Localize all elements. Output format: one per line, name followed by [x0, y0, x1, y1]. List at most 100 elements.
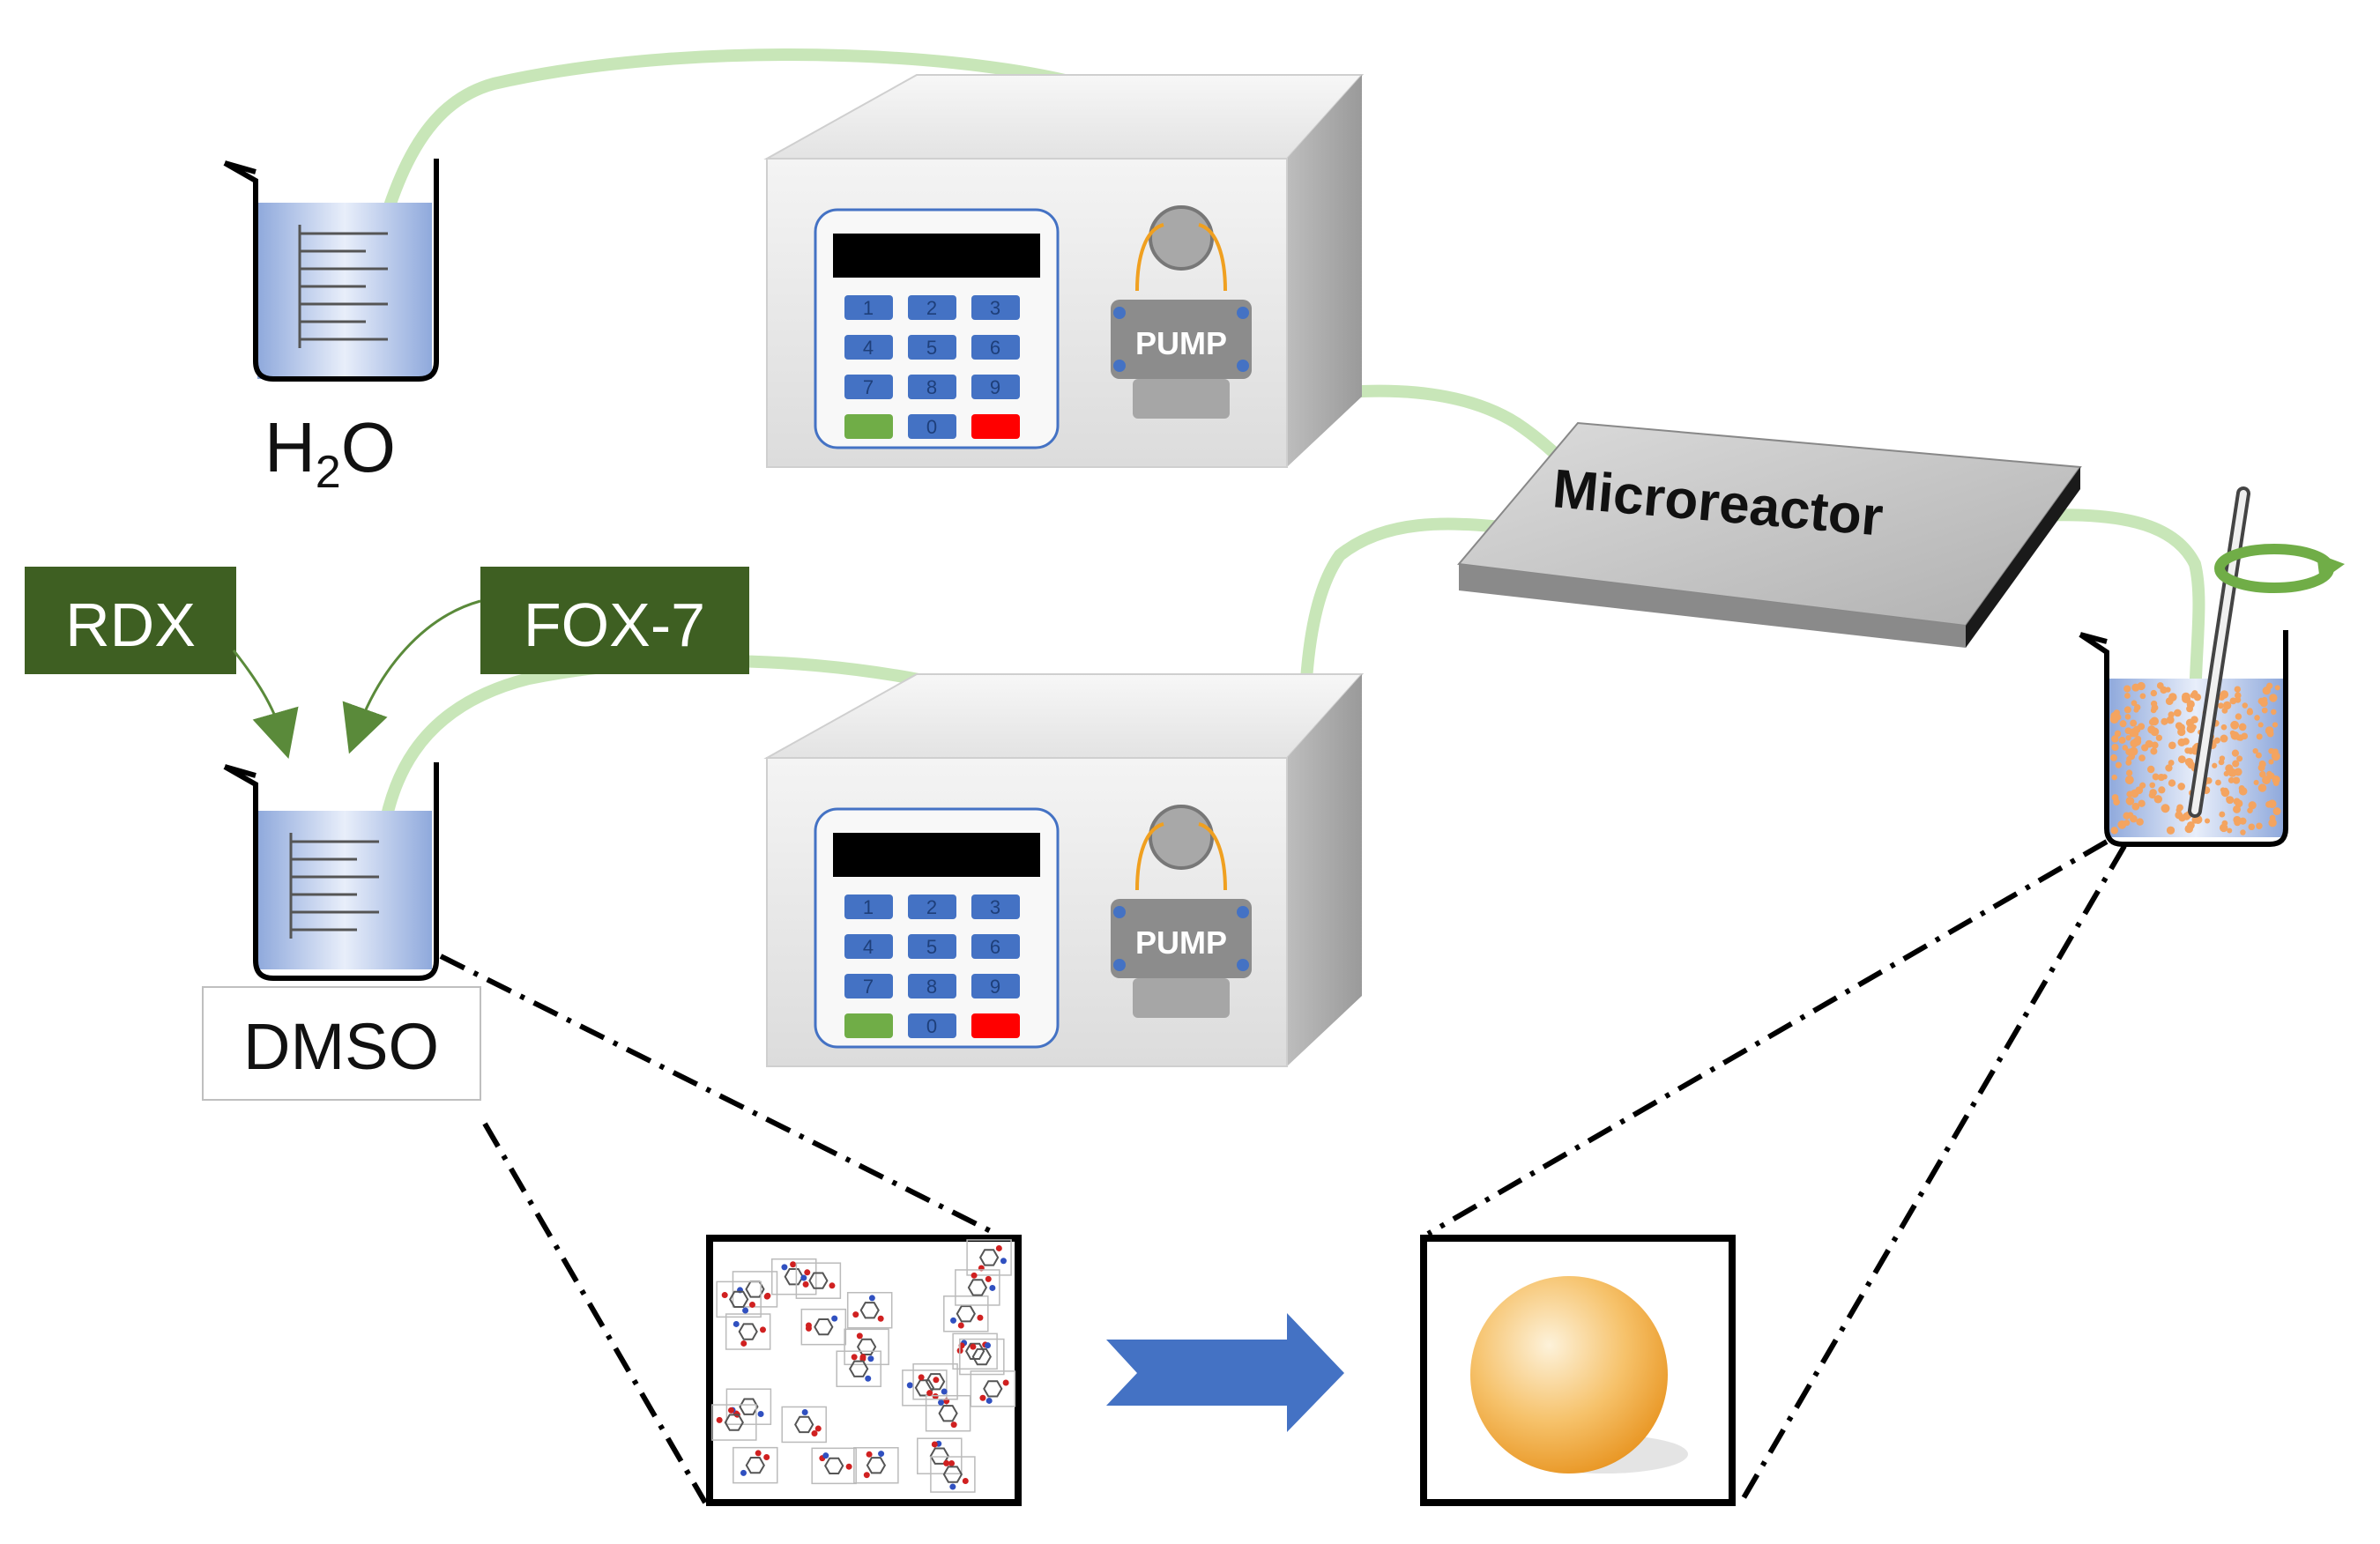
- particle-dot: [2187, 747, 2195, 754]
- molecule-atom: [977, 1314, 984, 1321]
- particle-dot: [2122, 745, 2128, 751]
- keypad-key-label: 7: [863, 376, 874, 398]
- molecule-frame: [811, 1447, 857, 1485]
- molecule-atom: [831, 1315, 838, 1322]
- molecule-atom: [829, 1282, 836, 1289]
- keypad-key-label: 7: [863, 976, 874, 998]
- particle-dot: [2151, 704, 2159, 711]
- molecule-frame: [912, 1362, 958, 1400]
- particle-dot: [2161, 804, 2170, 813]
- particle-dot: [2235, 734, 2242, 741]
- particle-dot: [2175, 811, 2183, 820]
- pump-1-label: PUMP: [1135, 325, 1227, 361]
- particle-dot: [2126, 791, 2133, 798]
- particle-dot: [2132, 725, 2141, 734]
- particle-dot: [2146, 765, 2155, 774]
- particle-dot: [2205, 776, 2213, 784]
- keypad-key-label: 9: [990, 976, 1000, 998]
- molecule-atom: [926, 1390, 933, 1397]
- molecule-atom: [742, 1307, 749, 1314]
- particle-dot: [2149, 789, 2157, 797]
- particle-dot: [2255, 752, 2262, 759]
- molecule-frame: [716, 1280, 762, 1318]
- particle-dot: [2238, 723, 2247, 731]
- particle-dot: [2242, 702, 2249, 709]
- keypad-key: [844, 934, 893, 959]
- keypad-key: [971, 1013, 1020, 1038]
- molecule-frame: [930, 1456, 976, 1493]
- particle-dot: [2111, 743, 2119, 752]
- keypad-key: [971, 414, 1020, 439]
- particle-dot: [2257, 764, 2265, 772]
- particle-dot: [2153, 774, 2160, 781]
- particle-dot: [2223, 770, 2229, 777]
- particle-dot: [2212, 762, 2218, 768]
- molecule-atom: [906, 1382, 913, 1389]
- particle-dot: [2125, 735, 2131, 741]
- particle-dot: [2239, 817, 2247, 825]
- molecule-frame: [955, 1269, 1000, 1306]
- molecules-panel: [706, 1235, 1022, 1506]
- keypad-key: [844, 974, 893, 998]
- particle-dot: [2186, 705, 2194, 713]
- particle-dot: [2157, 773, 2165, 782]
- molecule-atom: [822, 1452, 829, 1459]
- keypad-key-label: 9: [990, 376, 1000, 398]
- keypad-key: [971, 894, 1020, 919]
- particle-panel: [1420, 1235, 1736, 1506]
- molecule-cluster: [711, 1239, 1016, 1493]
- particle-dot: [2269, 814, 2276, 821]
- particle-dot: [2222, 701, 2232, 710]
- keypad-key: [908, 894, 956, 919]
- molecule-frame: [711, 1404, 757, 1441]
- particle-dot: [2135, 736, 2142, 743]
- molecule-atom: [918, 1374, 925, 1381]
- molecule-ring: [724, 1414, 744, 1431]
- keypad-key-label: 0: [926, 1015, 937, 1037]
- molecule-atom: [938, 1399, 945, 1406]
- rdx-label: RDX: [65, 590, 196, 659]
- molecule-atom: [802, 1280, 809, 1288]
- molecule-atom: [931, 1441, 938, 1448]
- particle-dot: [2232, 776, 2241, 784]
- composite-sphere: [1470, 1276, 1668, 1473]
- particle-dot: [2268, 818, 2277, 828]
- particle-dot: [2127, 812, 2134, 819]
- particle-dot: [2272, 807, 2281, 816]
- particle-dot: [2231, 749, 2240, 757]
- molecule-frame: [846, 1291, 893, 1329]
- molecule-atom: [867, 1355, 874, 1362]
- particle-dot: [2115, 714, 2122, 721]
- particle-dot: [2234, 686, 2242, 693]
- particle-dot: [2259, 770, 2266, 778]
- particle-dot: [2190, 692, 2197, 699]
- particle-dot: [2124, 776, 2134, 784]
- particle-dot: [2177, 727, 2186, 737]
- keypad-key-label: 4: [863, 936, 874, 958]
- keypad-key-label: 1: [863, 896, 874, 918]
- molecule-atom: [805, 1325, 812, 1332]
- particle-dot: [2165, 687, 2171, 693]
- keypad-key-label: 3: [990, 896, 1000, 918]
- molecule-atom: [755, 1450, 762, 1457]
- particle-dot: [2168, 779, 2176, 787]
- particle-dot: [2225, 764, 2234, 773]
- keypad-key: [908, 295, 956, 320]
- particle-dot: [2176, 804, 2183, 812]
- particle-dot: [2134, 704, 2141, 711]
- molecule-ring: [983, 1380, 1003, 1398]
- particle-dot: [2220, 734, 2228, 743]
- particle-dot: [2125, 797, 2135, 805]
- molecule-atom: [877, 1315, 884, 1322]
- particle-dot: [2267, 799, 2277, 809]
- particle-dot: [2256, 733, 2263, 740]
- particle-dot: [2158, 786, 2166, 794]
- particle-dot: [2248, 823, 2256, 831]
- molecule-atom: [943, 1459, 950, 1466]
- keypad-key: [908, 414, 956, 439]
- particle-dot: [2153, 795, 2163, 804]
- particle-dot: [2131, 683, 2140, 692]
- particle-dot: [2205, 818, 2211, 824]
- keypad-key: [971, 934, 1020, 959]
- particle-dot: [2175, 722, 2183, 730]
